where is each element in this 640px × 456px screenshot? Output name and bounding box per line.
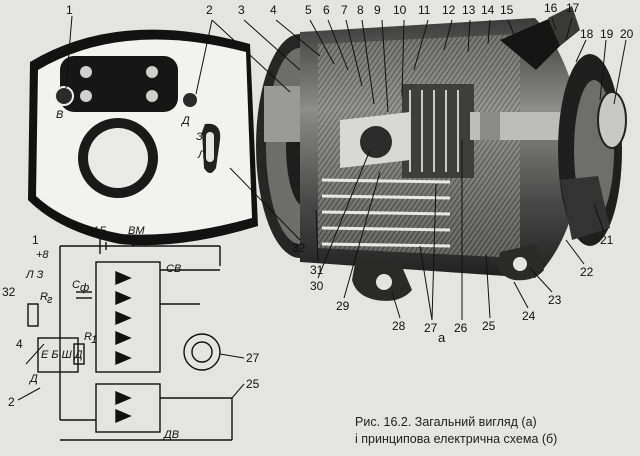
schematic-label-leaders — [17, 343, 245, 401]
label-rg: R — [40, 291, 48, 303]
callout-19: 19 — [600, 27, 614, 41]
callout-1: 1 — [66, 3, 73, 17]
rotor-winding — [402, 84, 474, 178]
label-cf-sub: ф — [80, 282, 89, 294]
plate-letter-l: Л — [197, 149, 206, 161]
callout-17: 17 — [566, 1, 580, 15]
label-regulator: Е Б Ш Д — [41, 349, 83, 361]
label-switch: ВМ — [128, 225, 145, 237]
plate-letter-z: З — [196, 131, 203, 143]
callout-31: 31 — [310, 263, 324, 277]
callout-6: 6 — [323, 3, 330, 17]
electrical-schematic — [27, 235, 233, 441]
schematic-label-2: 2 — [8, 395, 15, 409]
label-battery: АБ — [91, 225, 107, 237]
callout-12: 12 — [442, 3, 456, 17]
schematic-label-32: 32 — [2, 285, 16, 299]
brush-holder-plate — [60, 56, 178, 112]
label-cf: С — [72, 279, 80, 291]
label-sv: СВ — [166, 263, 181, 275]
callout-18: 18 — [580, 27, 594, 41]
schematic-label-1: 1 — [32, 233, 39, 247]
callout-25: 25 — [482, 319, 496, 333]
generator-assembly — [256, 6, 627, 301]
schematic-labels: АБ ВМ СВ ДВ +8 Л З R г С ф R 1 Е Б Ш Д 1… — [2, 225, 260, 441]
callout-9: 9 — [374, 3, 381, 17]
callout-26: 26 — [454, 321, 468, 335]
schematic-label-4: 4 — [16, 337, 23, 351]
caption-line-2: і принципова електрична схема (б) — [355, 432, 558, 446]
callout-2: 2 — [206, 3, 213, 17]
rear-cover-plate — [28, 29, 258, 246]
schematic-label-25: 25 — [246, 377, 260, 391]
label-r1: R — [84, 331, 92, 343]
rectifier-block-sv — [95, 261, 161, 373]
label-dv: ДВ — [162, 429, 179, 441]
caption-line-1: Рис. 16.2. Загальний вигляд (а) — [355, 415, 537, 429]
callout-14: 14 — [481, 3, 495, 17]
callout-7: 7 — [341, 3, 348, 17]
callout-4: 4 — [270, 3, 277, 17]
leader-lines — [65, 15, 627, 321]
callout-13: 13 — [462, 3, 476, 17]
voltage-regulator-box — [37, 337, 79, 373]
callout-27: 27 — [424, 321, 438, 335]
callout-29: 29 — [336, 299, 350, 313]
callout-11: 11 — [418, 3, 431, 17]
callout-21: 21 — [600, 233, 614, 247]
callout-numbers: 1 2 3 4 5 6 7 8 9 10 11 12 13 14 15 16 1… — [66, 1, 634, 335]
plate-letter-d: Д — [180, 115, 190, 127]
label-rg-sub: г — [47, 294, 53, 306]
subfigure-a-label: а — [438, 330, 446, 345]
callout-3: 3 — [238, 3, 245, 17]
figure-caption: Рис. 16.2. Загальний вигляд (а) і принци… — [355, 414, 635, 448]
callout-28: 28 — [392, 319, 406, 333]
schematic-label-27: 27 — [246, 351, 260, 365]
label-plus8: +8 — [36, 249, 49, 261]
callout-5: 5 — [305, 3, 312, 17]
stator-fins — [321, 178, 451, 248]
callout-10: 10 — [393, 3, 407, 17]
rectifier-block-dv — [95, 383, 161, 433]
terminal-b — [54, 86, 74, 106]
callout-30: 30 — [310, 279, 324, 293]
drive-end-nut — [597, 91, 627, 149]
callout-16: 16 — [544, 1, 558, 15]
callout-32: 32 — [292, 241, 306, 255]
stator-winding-symbol — [183, 333, 221, 371]
label-lz: Л З — [25, 269, 44, 281]
callout-23: 23 — [548, 293, 562, 307]
callout-24: 24 — [522, 309, 536, 323]
callout-15: 15 — [500, 3, 514, 17]
callout-20: 20 — [620, 27, 634, 41]
plate-letter-b: В — [56, 109, 63, 121]
callout-8: 8 — [357, 3, 364, 17]
callout-22: 22 — [580, 265, 594, 279]
schematic-label-d: Д — [28, 373, 38, 385]
label-r1-sub: 1 — [91, 334, 97, 346]
